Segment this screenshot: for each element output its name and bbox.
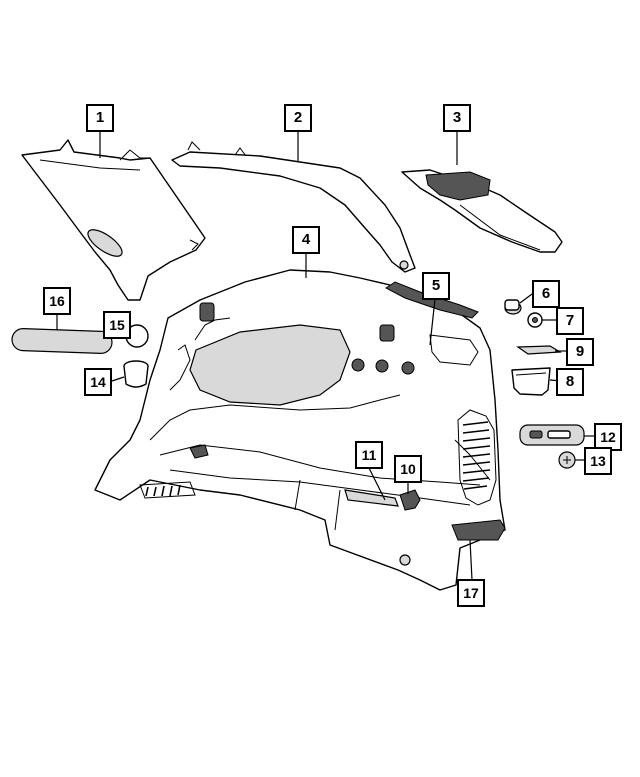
part-10-hook (399, 489, 421, 511)
part-4-quarter-trim-panel (94, 269, 506, 591)
callout-12: 12 (594, 423, 622, 451)
callout-5: 5 (422, 272, 450, 300)
part-1-pillar-trim (21, 139, 206, 301)
callout-14: 14 (84, 368, 112, 396)
callout-3: 3 (443, 104, 471, 132)
part-14-cup-holder (123, 360, 149, 388)
callout-17: 17 (457, 579, 485, 607)
lower-grille (139, 481, 196, 499)
callout-6: 6 (532, 280, 560, 308)
callout-15: 15 (103, 311, 131, 339)
part-16-trim-strip (11, 328, 113, 354)
vent-grille (457, 409, 497, 506)
part-8-pocket (511, 367, 551, 396)
callout-2: 2 (284, 104, 312, 132)
callout-13: 13 (584, 447, 612, 475)
part-2-upper-trim (171, 141, 416, 273)
callout-11: 11 (355, 441, 383, 469)
part-6-clip (504, 299, 522, 315)
part-9-strip (516, 345, 562, 355)
panel-hooks (189, 444, 411, 566)
callout-1: 1 (86, 104, 114, 132)
part-11-clip (344, 489, 399, 507)
callout-7: 7 (556, 307, 584, 335)
part-3-rear-trim (401, 169, 563, 253)
part-7-fastener (527, 312, 543, 328)
callout-9: 9 (566, 338, 594, 366)
callout-10: 10 (394, 455, 422, 483)
callout-4: 4 (292, 226, 320, 254)
part-17-scuff-plate (451, 519, 506, 541)
callout-16: 16 (43, 287, 71, 315)
part-12-switch-bezel (519, 424, 585, 446)
callout-8: 8 (556, 368, 584, 396)
part-5-molding (385, 281, 479, 319)
part-13-button (558, 451, 576, 469)
